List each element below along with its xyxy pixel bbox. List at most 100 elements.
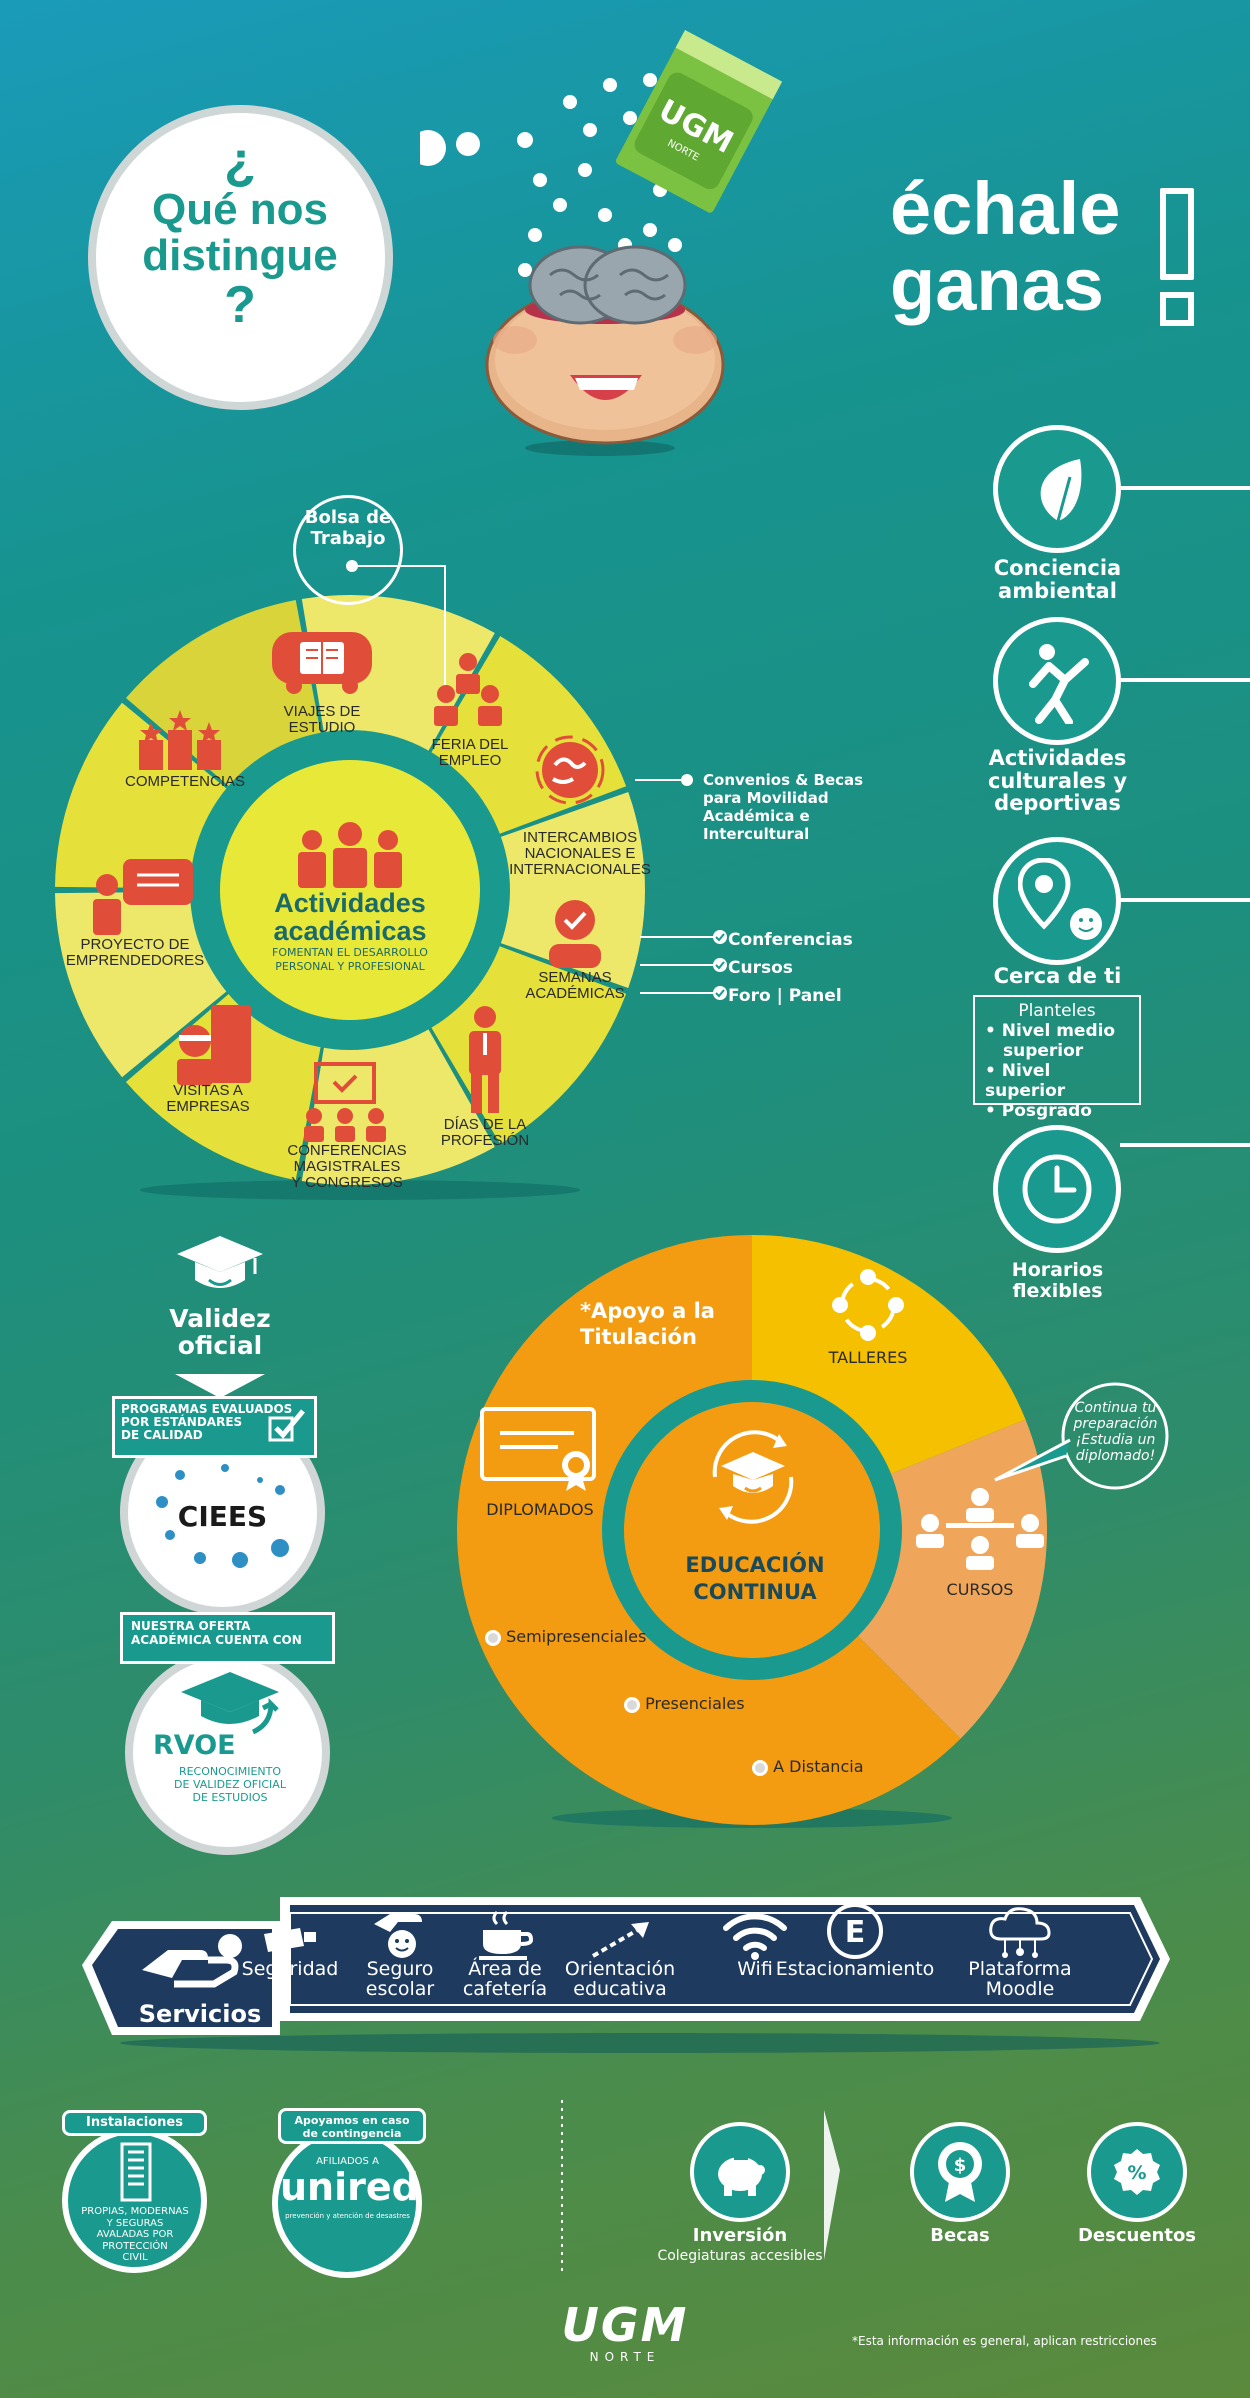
diplomados-label: DIPLOMADOS [486, 1500, 594, 1519]
service-label: cafetería [462, 1977, 548, 2000]
servicios-title: Servicios [138, 2000, 262, 2028]
segment-competencias: COMPETENCIAS [124, 773, 245, 790]
svg-text:%: % [1127, 2162, 1146, 2184]
medal-dollar-icon: $ [938, 2142, 982, 2202]
unired-subtitle: prevención y atención de desastres [285, 2212, 410, 2220]
percent-badge-icon: % [1114, 2149, 1160, 2195]
modalidad-presenciales: Presenciales [624, 1694, 745, 1713]
service-label: Wifi [737, 1958, 773, 1980]
camera-icon [235, 1900, 345, 1960]
ciees-check-icon [268, 1409, 305, 1442]
service-0: Seguridad [235, 1900, 345, 1980]
wheel-center-subtitle: FOMENTAN EL DESARROLLO PERSONAL Y PROFES… [272, 946, 428, 973]
wheel-center-title: Actividades académicas [273, 888, 427, 946]
inversion-label: Inversión [692, 2225, 788, 2246]
leaf-icon [1040, 459, 1082, 522]
validez-arrow-icon [175, 1374, 265, 1398]
ciees-logo: CIEES [177, 1500, 268, 1533]
bolsa-connector [346, 560, 446, 685]
question-circle [88, 105, 393, 410]
descuentos-label: Descuentos [1077, 2225, 1197, 2246]
inversion-subtitle: Colegiaturas accesibles [657, 2248, 823, 2264]
head [485, 245, 725, 445]
clock-icon [1022, 1154, 1092, 1224]
service-label: Seguridad [241, 1958, 339, 1980]
graduates-icon [434, 653, 502, 726]
bus-icon [272, 632, 372, 694]
medal-icon [485, 1629, 501, 1646]
service-label: Estacionamiento [775, 1958, 935, 1980]
service-label: Orientación [564, 1958, 676, 1980]
location-icon [1018, 858, 1102, 940]
instalaciones-banner: Instalaciones [62, 2110, 207, 2136]
professional-icon [469, 1006, 501, 1113]
feature-cerca-circle [993, 837, 1121, 965]
factory-icon [177, 1005, 251, 1085]
graduation-cap-icon [177, 1236, 263, 1288]
talleres-label: TALLERES [828, 1348, 908, 1367]
podium-stars-icon [139, 710, 221, 770]
svg-text:$: $ [954, 2155, 967, 2176]
arrow-icon [555, 1900, 685, 1960]
cloud-icon [955, 1900, 1085, 1960]
medal-icon [752, 1759, 768, 1776]
callout-bubble [994, 1382, 1169, 1490]
insurance-icon [350, 1900, 450, 1960]
footer-logo-sub: NORTE [589, 2350, 661, 2364]
medal-icon [624, 1696, 640, 1713]
ugm-box: UGM NORTE [615, 30, 783, 213]
center-people-icon [298, 822, 402, 888]
semanas-connector [640, 930, 727, 1000]
educacion-donut [457, 1235, 1047, 1828]
footer-logo: UGM [561, 2298, 689, 2352]
coffee-icon [450, 1900, 560, 1960]
modalidad-semipresenciales: Semipresenciales [485, 1627, 646, 1646]
education-center-icon [712, 1430, 794, 1524]
features-connectors [1120, 486, 1250, 1147]
exclamation-dot-icon [1160, 292, 1194, 326]
service-label: Área de [468, 1958, 542, 1980]
rvoe-logo: RVOE [153, 1730, 236, 1761]
conference-icon [304, 1062, 386, 1142]
service-label: educativa [573, 1977, 667, 2000]
piggy-bank-icon [718, 2156, 765, 2196]
service-label: Seguro [366, 1958, 434, 1980]
feature-cerca-label: Cerca de ti [993, 964, 1122, 988]
handshake-icon [142, 1934, 242, 1988]
teacher-check-icon [549, 900, 601, 968]
disclaimer: *Esta información es general, aplican re… [852, 2334, 1157, 2348]
rvoe-cap-icon [181, 1672, 279, 1735]
service-label: Plataforma [968, 1958, 1072, 1980]
cursos-icon [916, 1488, 1044, 1570]
feature-cultural-circle [993, 617, 1121, 745]
unired-logo: unired [280, 2165, 419, 2209]
globe-icon [535, 735, 605, 805]
wifi-icon [705, 1900, 805, 1960]
diplomado-icon [480, 1407, 596, 1491]
service-label: Moodle [985, 1977, 1055, 2000]
building-icon [120, 2142, 152, 2202]
exclamation-icon [1160, 188, 1194, 280]
ciees-dots [156, 1464, 289, 1568]
service-label: escolar [365, 1977, 435, 2000]
parking-icon: E [770, 1900, 940, 1960]
